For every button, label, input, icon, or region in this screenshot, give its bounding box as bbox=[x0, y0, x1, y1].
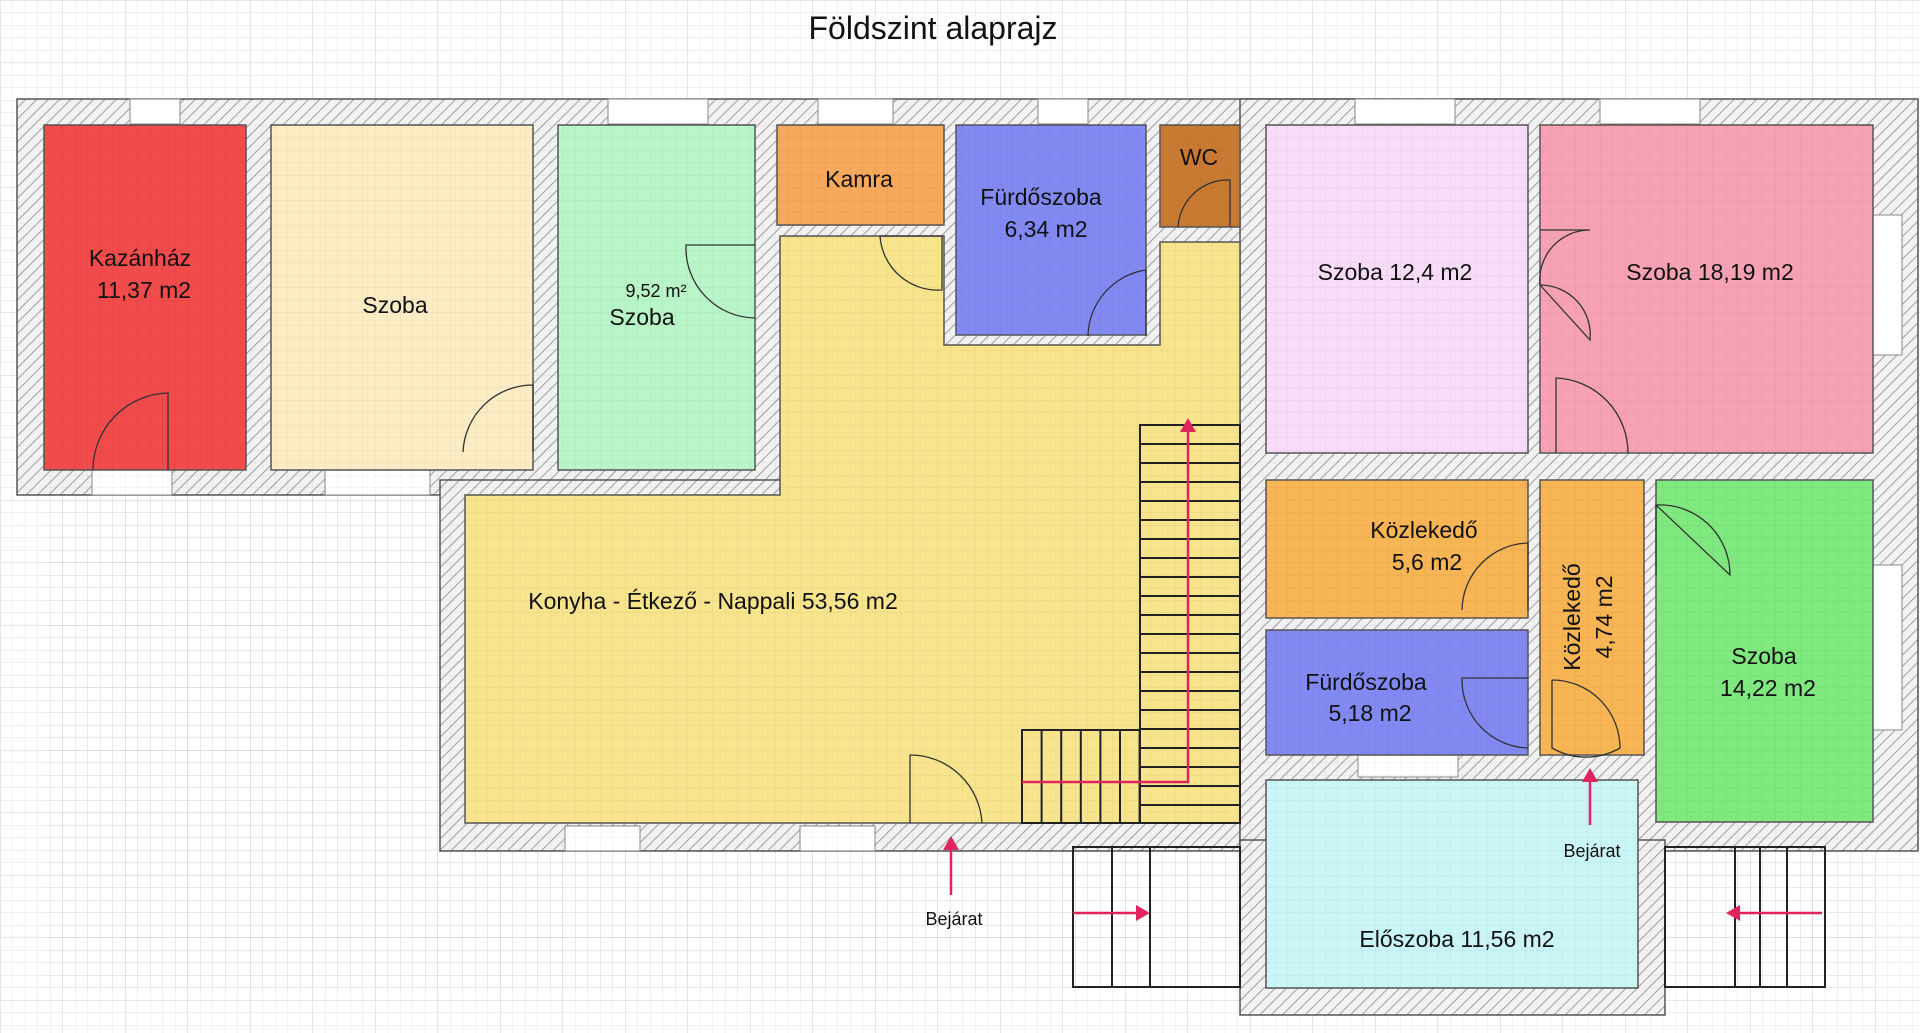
door-szoba-4-c bbox=[1555, 377, 1629, 454]
label-kazanhaz-1: Kazánház bbox=[89, 245, 191, 271]
door-wc bbox=[1177, 179, 1231, 228]
door-kamra bbox=[879, 235, 943, 291]
room-eloszoba bbox=[1265, 779, 1639, 989]
label-entrance-main: Bejárat bbox=[925, 909, 982, 929]
label-furdo-2-1: Fürdőszoba bbox=[1305, 669, 1427, 695]
arrows bbox=[943, 418, 1822, 921]
label-kazanhaz-2: 11,37 m2 bbox=[97, 277, 191, 303]
door-szoba-4-a bbox=[1539, 229, 1591, 286]
stair-outside-left bbox=[1072, 846, 1241, 988]
door-szoba-1 bbox=[462, 384, 534, 453]
label-kamra: Kamra bbox=[825, 166, 893, 192]
label-szoba-1: Szoba bbox=[362, 292, 427, 318]
door-furdo-1 bbox=[1087, 269, 1147, 337]
room-labels: Kazánház 11,37 m2 Szoba 9,52 m² Szoba Ka… bbox=[89, 144, 1816, 952]
label-kozlekedo-1-1: Közlekedő bbox=[1370, 517, 1477, 543]
room-szoba-3 bbox=[1265, 124, 1529, 454]
label-szoba-2-area: 9,52 m² bbox=[625, 281, 686, 301]
label-szoba-5-1: Szoba bbox=[1731, 643, 1796, 669]
label-kozlekedo-2-1: Közlekedő bbox=[1559, 563, 1585, 670]
label-kozlekedo-2-2: 4,74 m2 bbox=[1591, 575, 1617, 658]
door-kozlekedo-1 bbox=[1461, 542, 1529, 611]
doors bbox=[92, 179, 1731, 824]
room-wc bbox=[1159, 124, 1241, 228]
room-szoba-4 bbox=[1539, 124, 1874, 454]
label-szoba-4: Szoba 18,19 m2 bbox=[1626, 259, 1794, 285]
door-furdo-2 bbox=[1461, 677, 1529, 749]
plan-title: Földszint alaprajz bbox=[809, 10, 1058, 46]
label-nappali: Konyha - Étkező - Nappali 53,56 m2 bbox=[528, 588, 897, 614]
door-kozlekedo-2 bbox=[1551, 679, 1621, 758]
door-szoba-2 bbox=[685, 244, 756, 319]
door-szoba-4-b bbox=[1539, 284, 1591, 342]
label-wc: WC bbox=[1180, 144, 1218, 170]
label-furdo-1-1: Fürdőszoba bbox=[980, 184, 1102, 210]
label-szoba-5-2: 14,22 m2 bbox=[1720, 675, 1816, 701]
label-szoba-3: Szoba 12,4 m2 bbox=[1318, 259, 1473, 285]
label-entrance-side: Bejárat bbox=[1563, 841, 1620, 861]
label-kozlekedo-1-2: 5,6 m2 bbox=[1392, 549, 1462, 575]
door-szoba-5 bbox=[1655, 503, 1731, 577]
door-main bbox=[909, 754, 983, 824]
label-eloszoba: Előszoba 11,56 m2 bbox=[1359, 926, 1554, 952]
label-furdo-1-2: 6,34 m2 bbox=[1004, 216, 1087, 242]
stair-treads bbox=[1021, 424, 1240, 823]
label-furdo-2-2: 5,18 m2 bbox=[1328, 700, 1411, 726]
label-szoba-2: Szoba bbox=[609, 304, 674, 330]
door-kazanhaz bbox=[92, 392, 169, 471]
stair-direction-arrow bbox=[1022, 420, 1190, 784]
